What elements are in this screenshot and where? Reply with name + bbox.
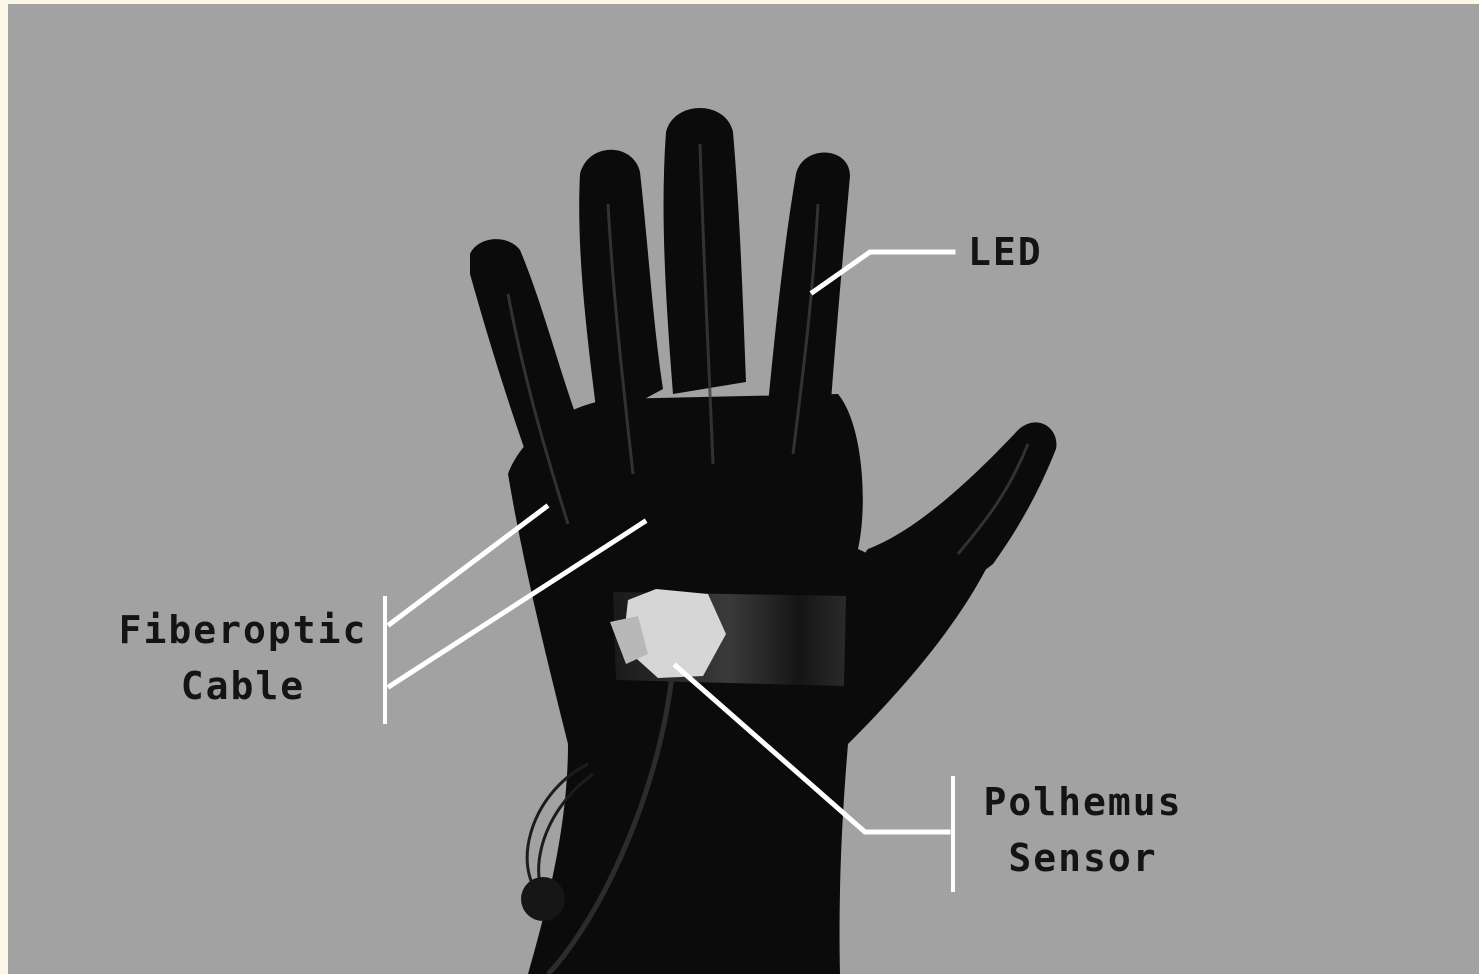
label-fiberoptic-line1: Fiberoptic (108, 602, 378, 658)
glove-palm (508, 394, 998, 974)
label-polhemus-line2: Sensor (963, 830, 1203, 886)
cable-connector (521, 877, 565, 921)
glove-ring-finger (579, 150, 663, 424)
glove-index-finger (768, 152, 850, 414)
label-polhemus-line1: Polhemus (963, 774, 1203, 830)
diagram-canvas: LED Fiberoptic Cable Polhemus Sensor (8, 4, 1479, 974)
label-fiberoptic-line2: Cable (108, 658, 378, 714)
glove-illustration (8, 4, 1479, 974)
label-led: LED (968, 224, 1043, 280)
fiberoptic-leader-1 (390, 507, 546, 624)
